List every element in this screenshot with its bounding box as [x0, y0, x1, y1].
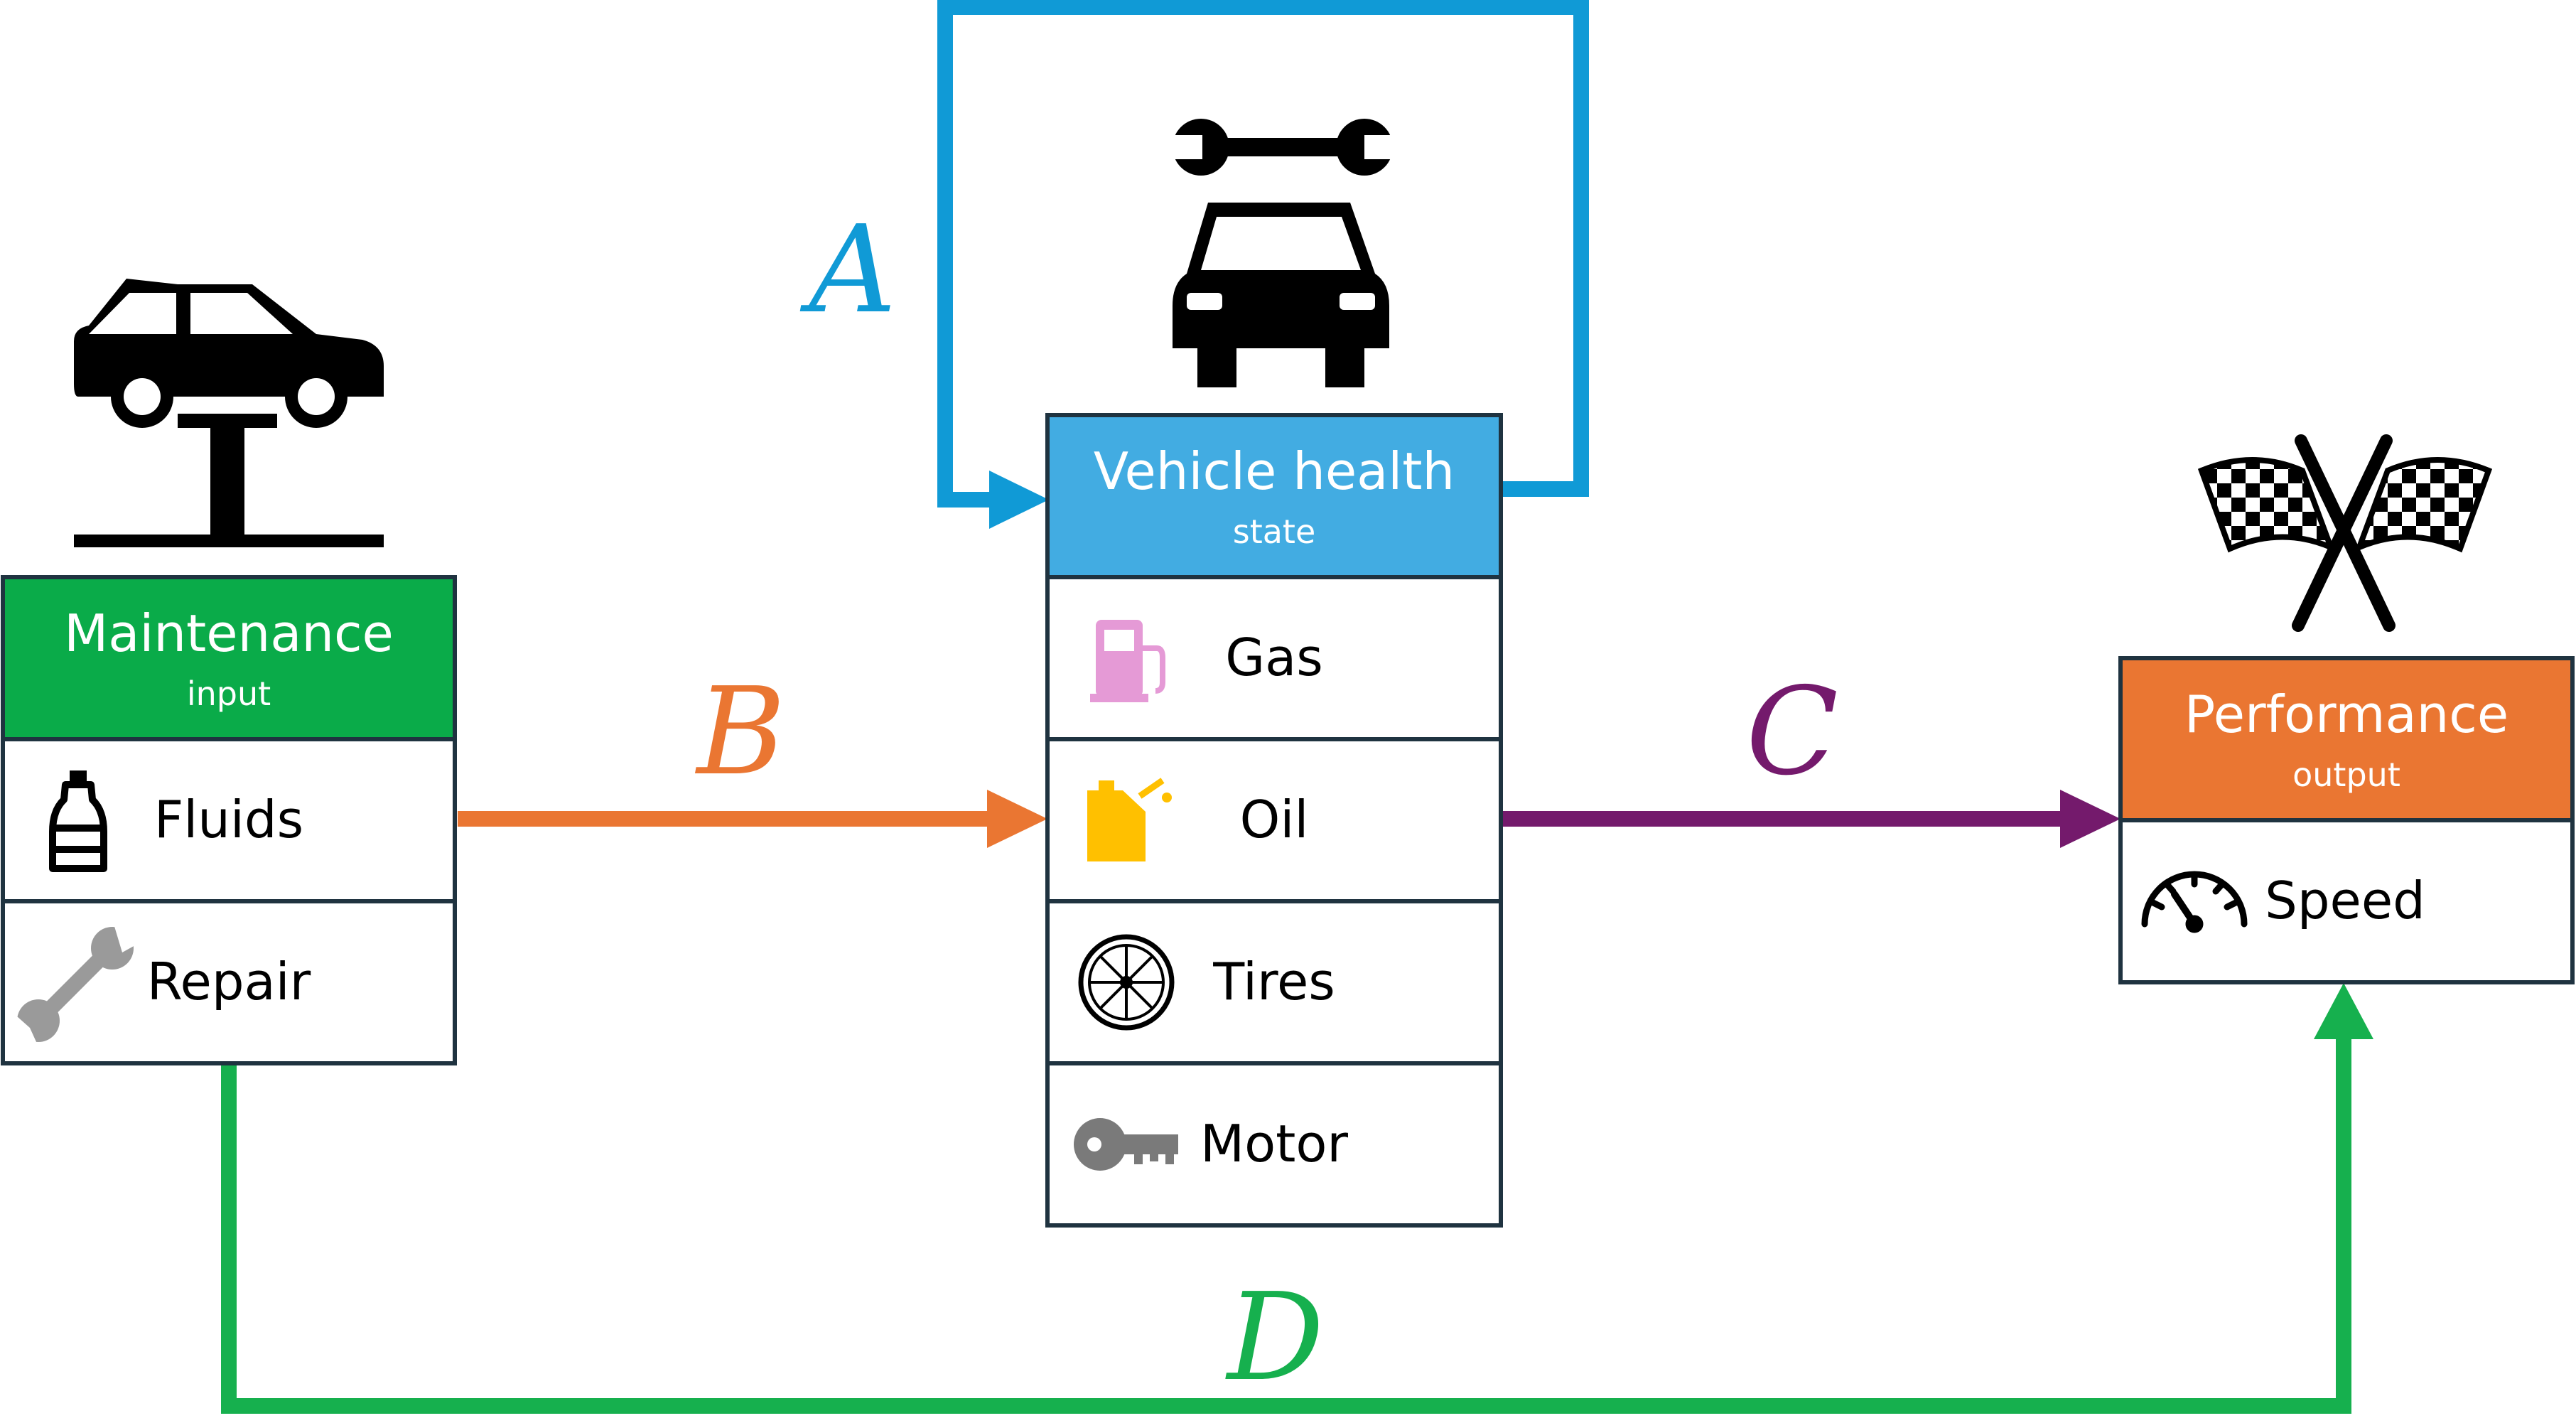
edge-d-label: D [1225, 1267, 1324, 1408]
speedometer-icon [2141, 871, 2248, 933]
edge-b-label: B [695, 662, 786, 802]
fuel-pump-icon [1090, 620, 1165, 702]
edge-d-arrowhead [2314, 983, 2373, 1039]
key-icon [1074, 1118, 1178, 1171]
maintenance-row-repair-label: Repair [147, 952, 311, 1011]
vehicle-row-gas-label: Gas [1225, 628, 1322, 687]
edge-b-arrowhead [987, 790, 1047, 848]
performance-title: Performance [2184, 684, 2508, 744]
edge-a-line [937, 0, 1589, 508]
wrench-icon [17, 924, 135, 1043]
performance-row-speed [2118, 818, 2575, 984]
performance-subtitle: output [2292, 756, 2400, 794]
maintenance-subtitle: input [187, 675, 271, 713]
edge-a-label: A [800, 200, 897, 340]
node-performance: Performance output Speed [2118, 434, 2575, 984]
edge-c-label: C [1746, 662, 1838, 802]
car-wrench-icon [1165, 119, 1401, 387]
jerrycan-icon [1087, 778, 1172, 861]
edge-c: C [1501, 662, 2120, 848]
vehicle-title: Vehicle health [1094, 441, 1455, 501]
node-maintenance: Maintenance input Fluids Repair [1, 279, 457, 1065]
car-lift-icon [74, 279, 384, 547]
edge-a-arrowhead [989, 471, 1049, 529]
vehicle-subtitle: state [1233, 512, 1316, 551]
maintenance-header [1, 575, 457, 741]
performance-header [2118, 656, 2575, 822]
edge-a: A [800, 0, 1589, 529]
edge-c-arrowhead [2060, 790, 2120, 848]
vehicle-row-oil-label: Oil [1240, 790, 1309, 849]
maintenance-title: Maintenance [64, 603, 394, 663]
edge-b: B [458, 662, 1047, 848]
checkered-flags-icon [2197, 434, 2493, 632]
bottle-icon [49, 770, 107, 872]
vehicle-row-motor-label: Motor [1200, 1114, 1348, 1174]
maintenance-row-fluids [1, 737, 457, 903]
maintenance-row-fluids-label: Fluids [154, 790, 303, 849]
edge-d-line [221, 1034, 2351, 1414]
edge-d: D [221, 983, 2373, 1414]
wheel-icon [1078, 934, 1175, 1031]
vehicle-header [1045, 413, 1503, 579]
performance-row-speed-label: Speed [2265, 871, 2425, 930]
node-vehicle: Vehicle health state Gas Oil Ti [1045, 119, 1503, 1228]
vehicle-row-tires-label: Tires [1212, 952, 1335, 1011]
